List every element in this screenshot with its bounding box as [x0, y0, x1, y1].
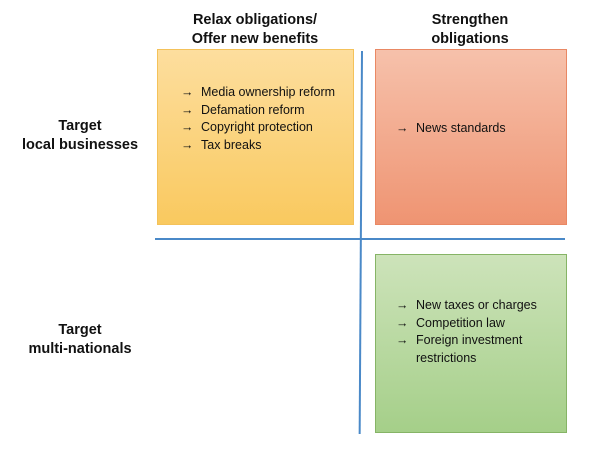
list-item-label: News standards [416, 121, 506, 135]
list-item-label: New taxes or charges [416, 298, 537, 312]
quadrant-list-strengthen-local: → News standards [396, 120, 561, 138]
quadrant-box-relax-local [157, 49, 354, 225]
arrow-icon: → [396, 121, 409, 135]
list-item: → Foreign investment restrictions [396, 332, 546, 367]
arrow-icon: → [396, 298, 409, 312]
list-item: → News standards [396, 120, 561, 138]
arrow-icon: → [396, 315, 409, 330]
arrow-icon: → [181, 85, 194, 99]
quadrant-box-strengthen-local [375, 49, 567, 225]
arrow-icon: → [181, 137, 194, 152]
vertical-axis-line [358, 51, 363, 435]
list-item-label: Defamation reform [201, 102, 305, 117]
list-item: → Tax breaks [181, 137, 346, 155]
arrow-icon: → [181, 102, 194, 117]
list-item: → Competition law [396, 315, 546, 333]
list-item: → Defamation reform [181, 102, 346, 120]
quadrant-box-strengthen-multinational [375, 254, 567, 433]
arrow-icon: → [396, 333, 409, 347]
list-item-label: Media ownership reform [201, 85, 336, 99]
row-header-multi-line-2: multi-nationals [28, 341, 132, 357]
column-header-strengthen-line-1: Strengthen [431, 12, 509, 28]
quadrant-list-strengthen-multinational: → New taxes or charges → Competition law… [396, 297, 546, 367]
row-header-multi-line-1: Target [58, 322, 102, 338]
column-header-relax: Relax obligations/ Offer new benefits [170, 11, 340, 49]
list-item: → Media ownership reform [181, 84, 346, 102]
list-item-label: Copyright protection [201, 120, 313, 134]
list-item: → Copyright protection [181, 119, 346, 137]
row-header-multinationals: Target multi-nationals [15, 321, 145, 359]
column-header-strengthen-line-2: obligations [431, 31, 509, 47]
column-header-relax-line-1: Relax obligations/ [192, 12, 318, 28]
arrow-icon: → [181, 120, 194, 134]
list-item: → New taxes or charges [396, 297, 546, 315]
column-header-strengthen: Strengthen obligations [400, 11, 540, 49]
column-header-relax-line-2: Offer new benefits [191, 31, 319, 47]
list-item-label: Tax breaks [201, 137, 262, 152]
row-header-local-businesses: Target local businesses [15, 117, 145, 155]
list-item-label: Competition law [416, 315, 505, 330]
row-header-local-line-2: local businesses [21, 137, 139, 153]
quadrant-list-relax-local: → Media ownership reform → Defamation re… [181, 84, 346, 154]
list-item-label: Foreign investment restrictions [416, 333, 523, 365]
row-header-local-line-1: Target [58, 118, 102, 134]
